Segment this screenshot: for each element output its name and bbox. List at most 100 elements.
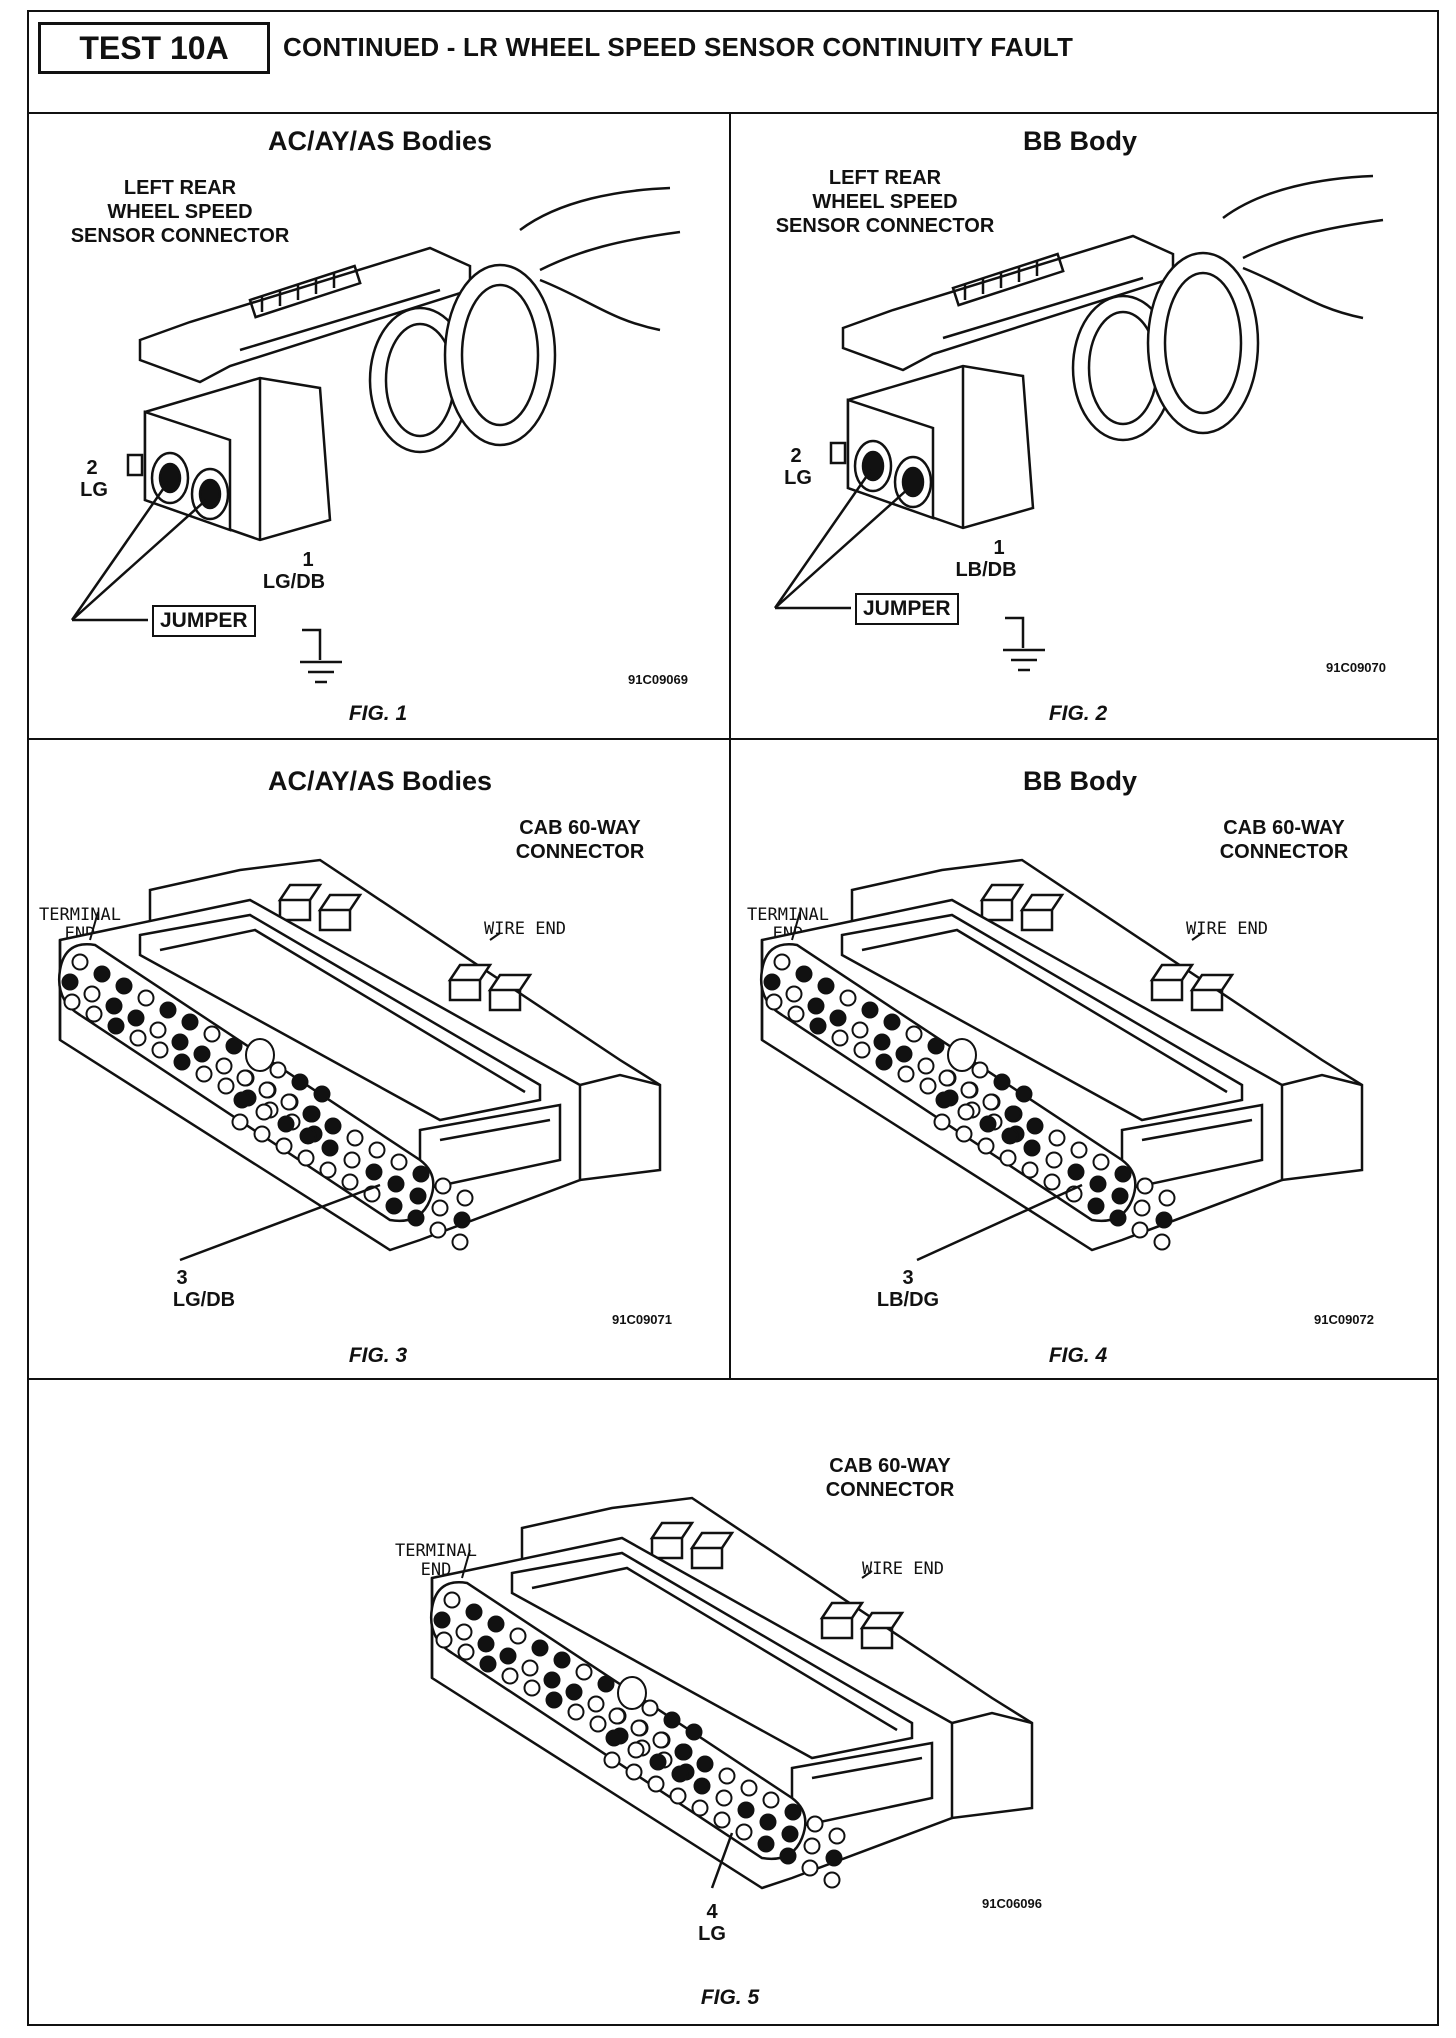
connector-pin (1087, 1197, 1105, 1215)
connector-pin (715, 1789, 733, 1807)
connector-pin (993, 1073, 1011, 1091)
connector-pin (217, 1077, 235, 1095)
connector-pin (431, 1199, 449, 1217)
fig2-connector-label: LEFT REAR WHEEL SPEED SENSOR CONNECTOR (745, 166, 1025, 238)
connector-pin (321, 1139, 339, 1157)
connector-pin (1004, 1105, 1022, 1123)
connector-pin (1133, 1199, 1151, 1217)
fig3-caption: FIG. 3 (348, 1344, 408, 1367)
connector-pin (275, 1137, 293, 1155)
connector-pin (181, 1013, 199, 1031)
fig4-connector-label: CAB 60-WAY CONNECTOR (1184, 816, 1384, 864)
connector-pin (839, 989, 857, 1007)
connector-pin (159, 1001, 177, 1019)
connector-pin (927, 1037, 945, 1055)
connector-pin (919, 1077, 937, 1095)
connector-pin (875, 1053, 893, 1071)
connector-pin (696, 1755, 714, 1773)
connector-pin (277, 1115, 295, 1133)
connector-pin (960, 1081, 978, 1099)
connector-pin (977, 1137, 995, 1155)
fig2-pin2-number: 2 (790, 445, 802, 467)
connector-pin (1109, 1209, 1127, 1227)
connector-pin (479, 1655, 497, 1673)
connector-pin (597, 1675, 615, 1693)
fig1-body-title: AC/AY/AS Bodies (267, 126, 493, 156)
connector-pin (608, 1707, 626, 1725)
fig1-connector-label-line3: SENSOR CONNECTOR (70, 225, 290, 247)
fig5-connector-label-line2: CONNECTOR (825, 1479, 955, 1501)
fig5-connector-label: CAB 60-WAY CONNECTOR (790, 1454, 990, 1502)
connector-pin (605, 1729, 623, 1747)
connector-pin (763, 973, 781, 991)
connector-pin (1158, 1189, 1176, 1207)
connector-pin (365, 1163, 383, 1181)
connector-pin (429, 1221, 447, 1239)
connector-pin (545, 1691, 563, 1709)
connector-pin (685, 1723, 703, 1741)
connector-pin (412, 1165, 430, 1183)
connector-pin (630, 1719, 648, 1737)
connector-pin (773, 953, 791, 971)
connector-pin (917, 1057, 935, 1075)
connector-pin (225, 1037, 243, 1055)
fig3-pin-array (61, 953, 474, 1251)
connector-pin (1043, 1173, 1061, 1191)
connector-pin (1001, 1127, 1019, 1145)
connector-pin (443, 1591, 461, 1609)
connector-pin (795, 965, 813, 983)
connector-pin (853, 1041, 871, 1059)
fig5-terminal-end-line1: TERMINAL (395, 1541, 477, 1561)
connector-pin (759, 1813, 777, 1831)
connector-pin (785, 985, 803, 1003)
fig4-body-title: BB Body (1023, 766, 1137, 796)
fig2-pin1-number: 1 (993, 537, 1005, 559)
connector-pin (521, 1659, 539, 1677)
fig5-wire-end-label: WIRE END (862, 1559, 944, 1579)
fig2-caption: FIG. 2 (1048, 702, 1108, 725)
test-number-box: TEST 10A (38, 22, 270, 74)
connector-pin (740, 1779, 758, 1797)
connector-pin (803, 1837, 821, 1855)
connector-pin (1023, 1139, 1041, 1157)
connector-pin (434, 1177, 452, 1195)
connector-pin (625, 1763, 643, 1781)
connector-pin (649, 1753, 667, 1771)
connector-pin (409, 1187, 427, 1205)
connector-pin (63, 993, 81, 1011)
connector-pin (828, 1827, 846, 1845)
connector-pin (935, 1091, 953, 1109)
connector-pin (851, 1021, 869, 1039)
fig1-caption: FIG. 1 (348, 702, 408, 725)
connector-pin (477, 1635, 495, 1653)
connector-pin (691, 1799, 709, 1817)
connector-pin (762, 1791, 780, 1809)
connector-pin (501, 1667, 519, 1685)
connector-pin (895, 1045, 913, 1063)
connector-pin (83, 985, 101, 1003)
connector-pin (873, 1033, 891, 1051)
fig2-body-title: BB Body (1023, 126, 1137, 156)
connector-pin (1021, 1161, 1039, 1179)
connector-pin (1045, 1151, 1063, 1169)
connector-pin (543, 1671, 561, 1689)
fig1-connector-label: LEFT REAR WHEEL SPEED SENSOR CONNECTOR (40, 176, 320, 248)
fig5-connector-label-line1: CAB 60-WAY (829, 1455, 951, 1477)
connector-pin (971, 1061, 989, 1079)
connector-pin (999, 1149, 1017, 1167)
connector-pin (933, 1113, 951, 1131)
connector-pin (171, 1033, 189, 1051)
fig1-pin2-number: 2 (86, 457, 98, 479)
fig3-body-title: AC/AY/AS Bodies (267, 766, 493, 796)
connector-pin (713, 1811, 731, 1829)
connector-pin (61, 973, 79, 991)
connector-pin (456, 1189, 474, 1207)
fig2-connector-label-line2: WHEEL SPEED (812, 191, 958, 213)
connector-pin (765, 993, 783, 1011)
connector-pin (433, 1611, 451, 1629)
connector-pin (215, 1057, 233, 1075)
connector-pin (829, 1009, 847, 1027)
connector-pin (487, 1615, 505, 1633)
connector-pin (982, 1093, 1000, 1111)
connector-pin (299, 1127, 317, 1145)
